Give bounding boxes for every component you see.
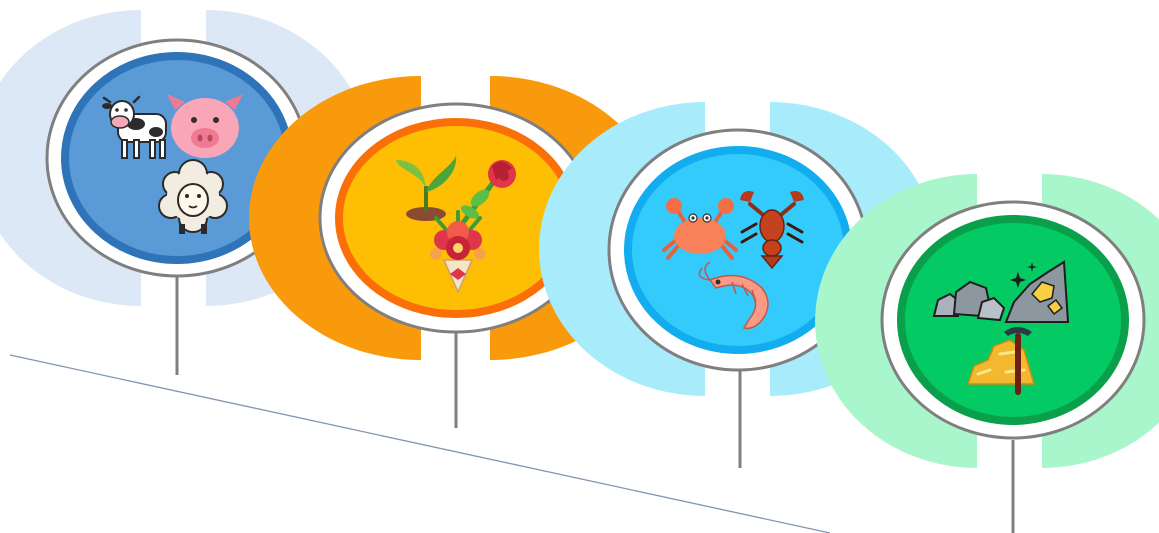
node-minerals bbox=[815, 174, 1159, 533]
baseline-line bbox=[10, 355, 830, 533]
